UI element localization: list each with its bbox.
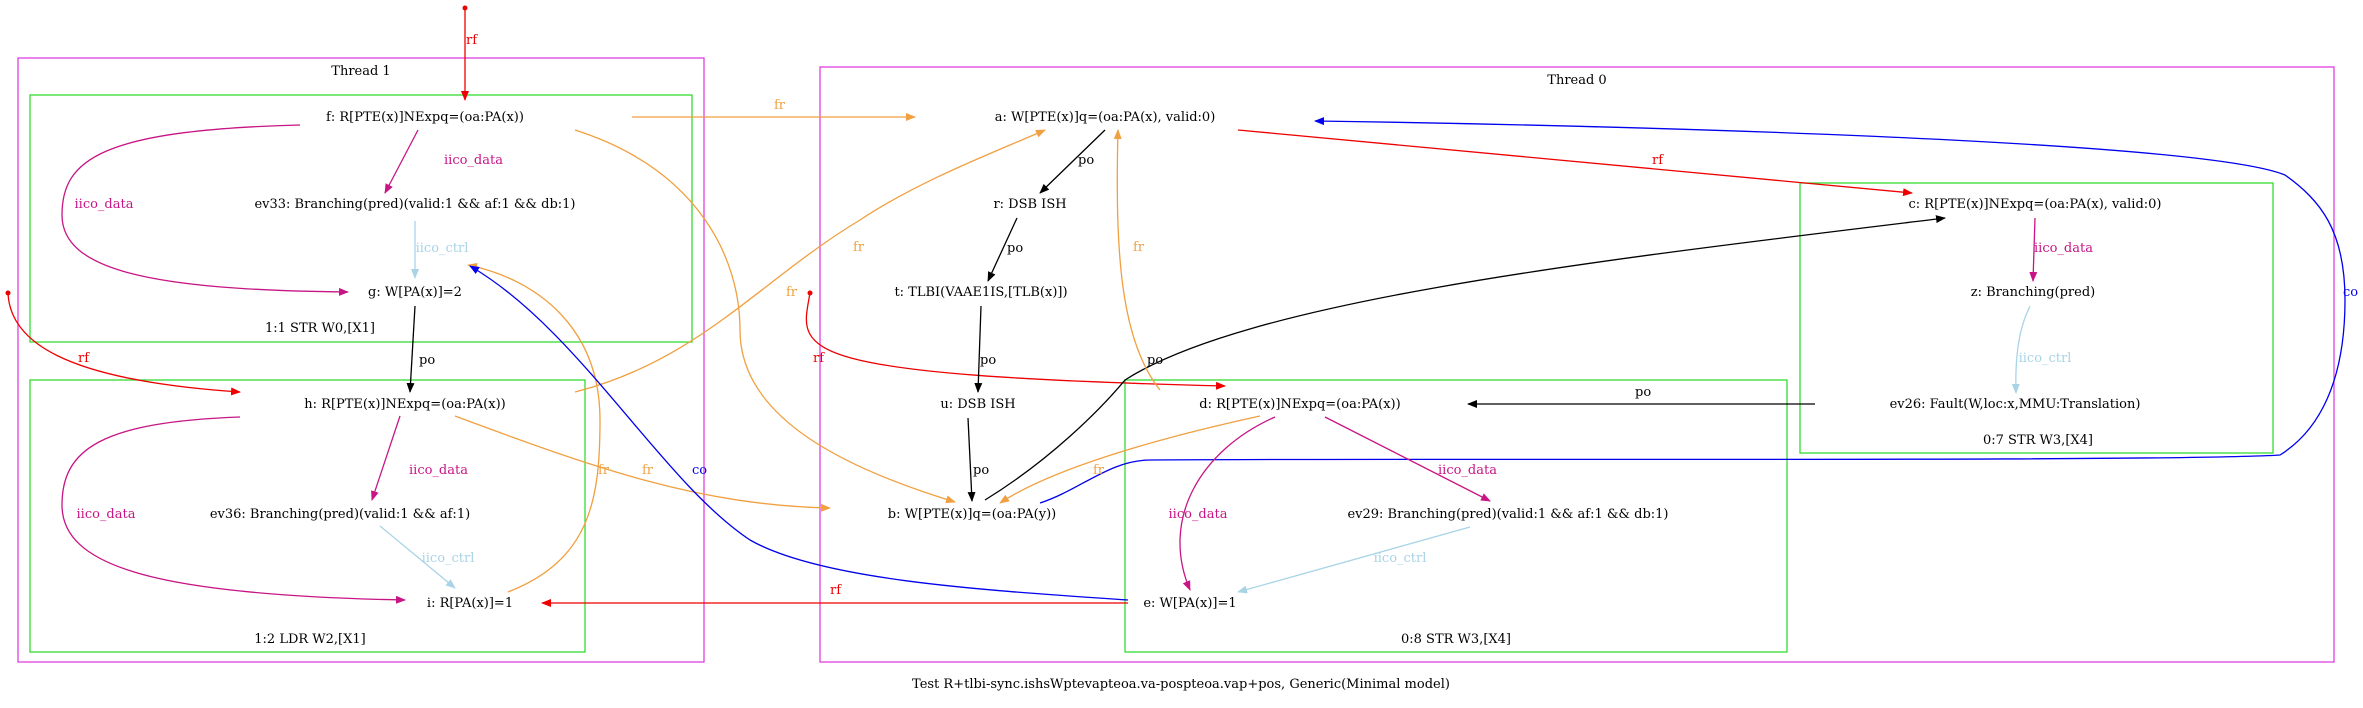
node-i: i: R[PA(x)]=1 (427, 596, 513, 611)
node-e: e: W[PA(x)]=1 (1143, 596, 1236, 611)
edge-iico-ctrl-z-ev26 (2011, 305, 2031, 394)
edge-label-fr-h-a: fr (853, 240, 865, 255)
edge-label-iico-data-c-z: iico_data (2034, 241, 2093, 256)
edge-label-iico-ctrl-z-ev26: iico_ctrl (2019, 351, 2072, 366)
node-u: u: DSB ISH (940, 397, 1015, 412)
edge-iico-data-d-ev29 (1324, 416, 1491, 502)
node-a: a: W[PTE(x)]q=(oa:PA(x), valid:0) (995, 110, 1216, 125)
node-b: b: W[PTE(x)]q=(oa:PA(y)) (888, 507, 1056, 522)
edge-fr-f-b (574, 129, 956, 504)
edge-po-b-c (984, 215, 1946, 501)
node-ev29: ev29: Branching(pred)(valid:1 && af:1 &&… (1347, 507, 1668, 522)
edge-label-rf-init-f: rf (466, 33, 478, 48)
instr-1-2-cluster (29, 379, 586, 653)
edge-po-a-r (1039, 129, 1106, 194)
edge-po-r-t (987, 217, 1018, 282)
node-f: f: R[PTE(x)]NExpq=(oa:PA(x)) (326, 110, 524, 125)
edge-label-iico-data-d-ev29: iico_data (1438, 463, 1497, 478)
edge-label-rf-init-h: rf (78, 351, 90, 366)
diagram-caption: Test R+tlbi-sync.ishsWptevapteoa.va-posp… (912, 677, 1450, 692)
edge-label-co-b-a: co (2343, 285, 2358, 300)
edge-label-po-r-t: po (1007, 241, 1023, 256)
node-h: h: R[PTE(x)]NExpq=(oa:PA(x)) (304, 397, 505, 412)
node-ev33: ev33: Branching(pred)(valid:1 && af:1 &&… (254, 197, 575, 212)
edge-co-e-g (469, 265, 1129, 601)
edge-rf-init-h (7, 292, 241, 396)
edge-iico-data-f-g (61, 124, 349, 296)
edge-iico-data-h-ev36 (371, 415, 401, 501)
edge-po-u-b (967, 417, 976, 502)
instr-1-1-cluster (29, 94, 693, 343)
node-c: c: R[PTE(x)]NExpq=(oa:PA(x), valid:0) (1908, 197, 2161, 212)
instr-0-7-label: 0:7 STR W3,[X4] (1983, 433, 2093, 448)
edge-iico-ctrl-ev29-e (1237, 526, 1471, 594)
edge-label-iico-ctrl-ev36-i: iico_ctrl (422, 551, 475, 566)
edge-label-fr-f-a: fr (774, 98, 786, 113)
edge-label-po-b-c: po (1147, 353, 1163, 368)
thread-0-cluster (819, 66, 2335, 663)
edge-fr-h-a (574, 129, 1046, 393)
node-ev36: ev36: Branching(pred)(valid:1 && af:1) (210, 507, 470, 522)
edge-label-co-e-g: co (692, 463, 707, 478)
edge-rf-init-d (805, 292, 1226, 390)
instr-0-8-label: 0:8 STR W3,[X4] (1401, 632, 1511, 647)
thread-1-cluster (17, 57, 705, 663)
thread-1-label: Thread 1 (331, 64, 390, 79)
edge-po-t-u (974, 305, 983, 393)
edge-label-iico-data-f-g: iico_data (75, 197, 134, 212)
edge-co-b-a (1039, 117, 2346, 504)
edge-fr-d-b (999, 415, 1261, 504)
edge-iico-data-f-ev33 (384, 129, 419, 194)
edge-fr-d-a (1113, 129, 1161, 391)
edge-label-fr-d-a: fr (1133, 240, 1145, 255)
edge-fr-h-b (454, 415, 831, 512)
edge-label-rf-a-c: rf (1652, 153, 1664, 168)
edge-po-g-h (406, 305, 416, 393)
edge-iico-ctrl-ev36-i (379, 525, 456, 589)
edge-label-fr-d-b: fr (1093, 463, 1105, 478)
node-d: d: R[PTE(x)]NExpq=(oa:PA(x)) (1199, 397, 1400, 412)
edge-label-po-u-b: po (973, 463, 989, 478)
edge-rf-a-c (1237, 129, 1913, 197)
node-ev26: ev26: Fault(W,loc:x,MMU:Translation) (1890, 397, 2141, 412)
node-g: g: W[PA(x)]=2 (368, 285, 462, 300)
edge-label-iico-data-d-e: iico_data (1169, 507, 1228, 522)
edge-label-fr-h-b: fr (642, 463, 654, 478)
node-t: t: TLBI(VAAE1IS,[TLB(x)]) (894, 285, 1067, 300)
edge-label-iico-ctrl-ev29-e: iico_ctrl (1374, 551, 1427, 566)
edge-iico-data-h-i (61, 416, 406, 604)
edge-label-rf-init-d: rf (813, 351, 825, 366)
edge-label-po-g-h: po (419, 353, 435, 368)
edge-label-iico-data-f-ev33: iico_data (444, 153, 503, 168)
instr-1-1-label: 1:1 STR W0,[X1] (265, 321, 375, 336)
edge-iico-data-c-z (2029, 217, 2038, 282)
node-z: z: Branching(pred) (1971, 285, 2095, 300)
edge-label-rf-e-i: rf (830, 583, 842, 598)
edge-iico-data-d-e (1179, 416, 1276, 591)
edge-label-po-t-u: po (980, 353, 996, 368)
edge-label-iico-data-h-i: iico_data (77, 507, 136, 522)
thread-0-label: Thread 0 (1547, 73, 1606, 88)
edge-label-po-ev26-d: po (1635, 385, 1651, 400)
edge-label-iico-data-h-ev36: iico_data (409, 463, 468, 478)
edge-fr-i-g (467, 262, 601, 593)
node-r: r: DSB ISH (993, 197, 1066, 212)
instr-1-2-label: 1:2 LDR W2,[X1] (254, 632, 365, 647)
instr-0-8-cluster (1124, 379, 1788, 653)
edge-label-po-a-r: po (1078, 153, 1094, 168)
edge-label-fr-f-b: fr (786, 285, 798, 300)
edge-label-iico-ctrl-ev33-g: iico_ctrl (416, 241, 469, 256)
edge-label-fr-i-g: fr (598, 463, 610, 478)
instr-0-7-cluster (1799, 182, 2274, 454)
